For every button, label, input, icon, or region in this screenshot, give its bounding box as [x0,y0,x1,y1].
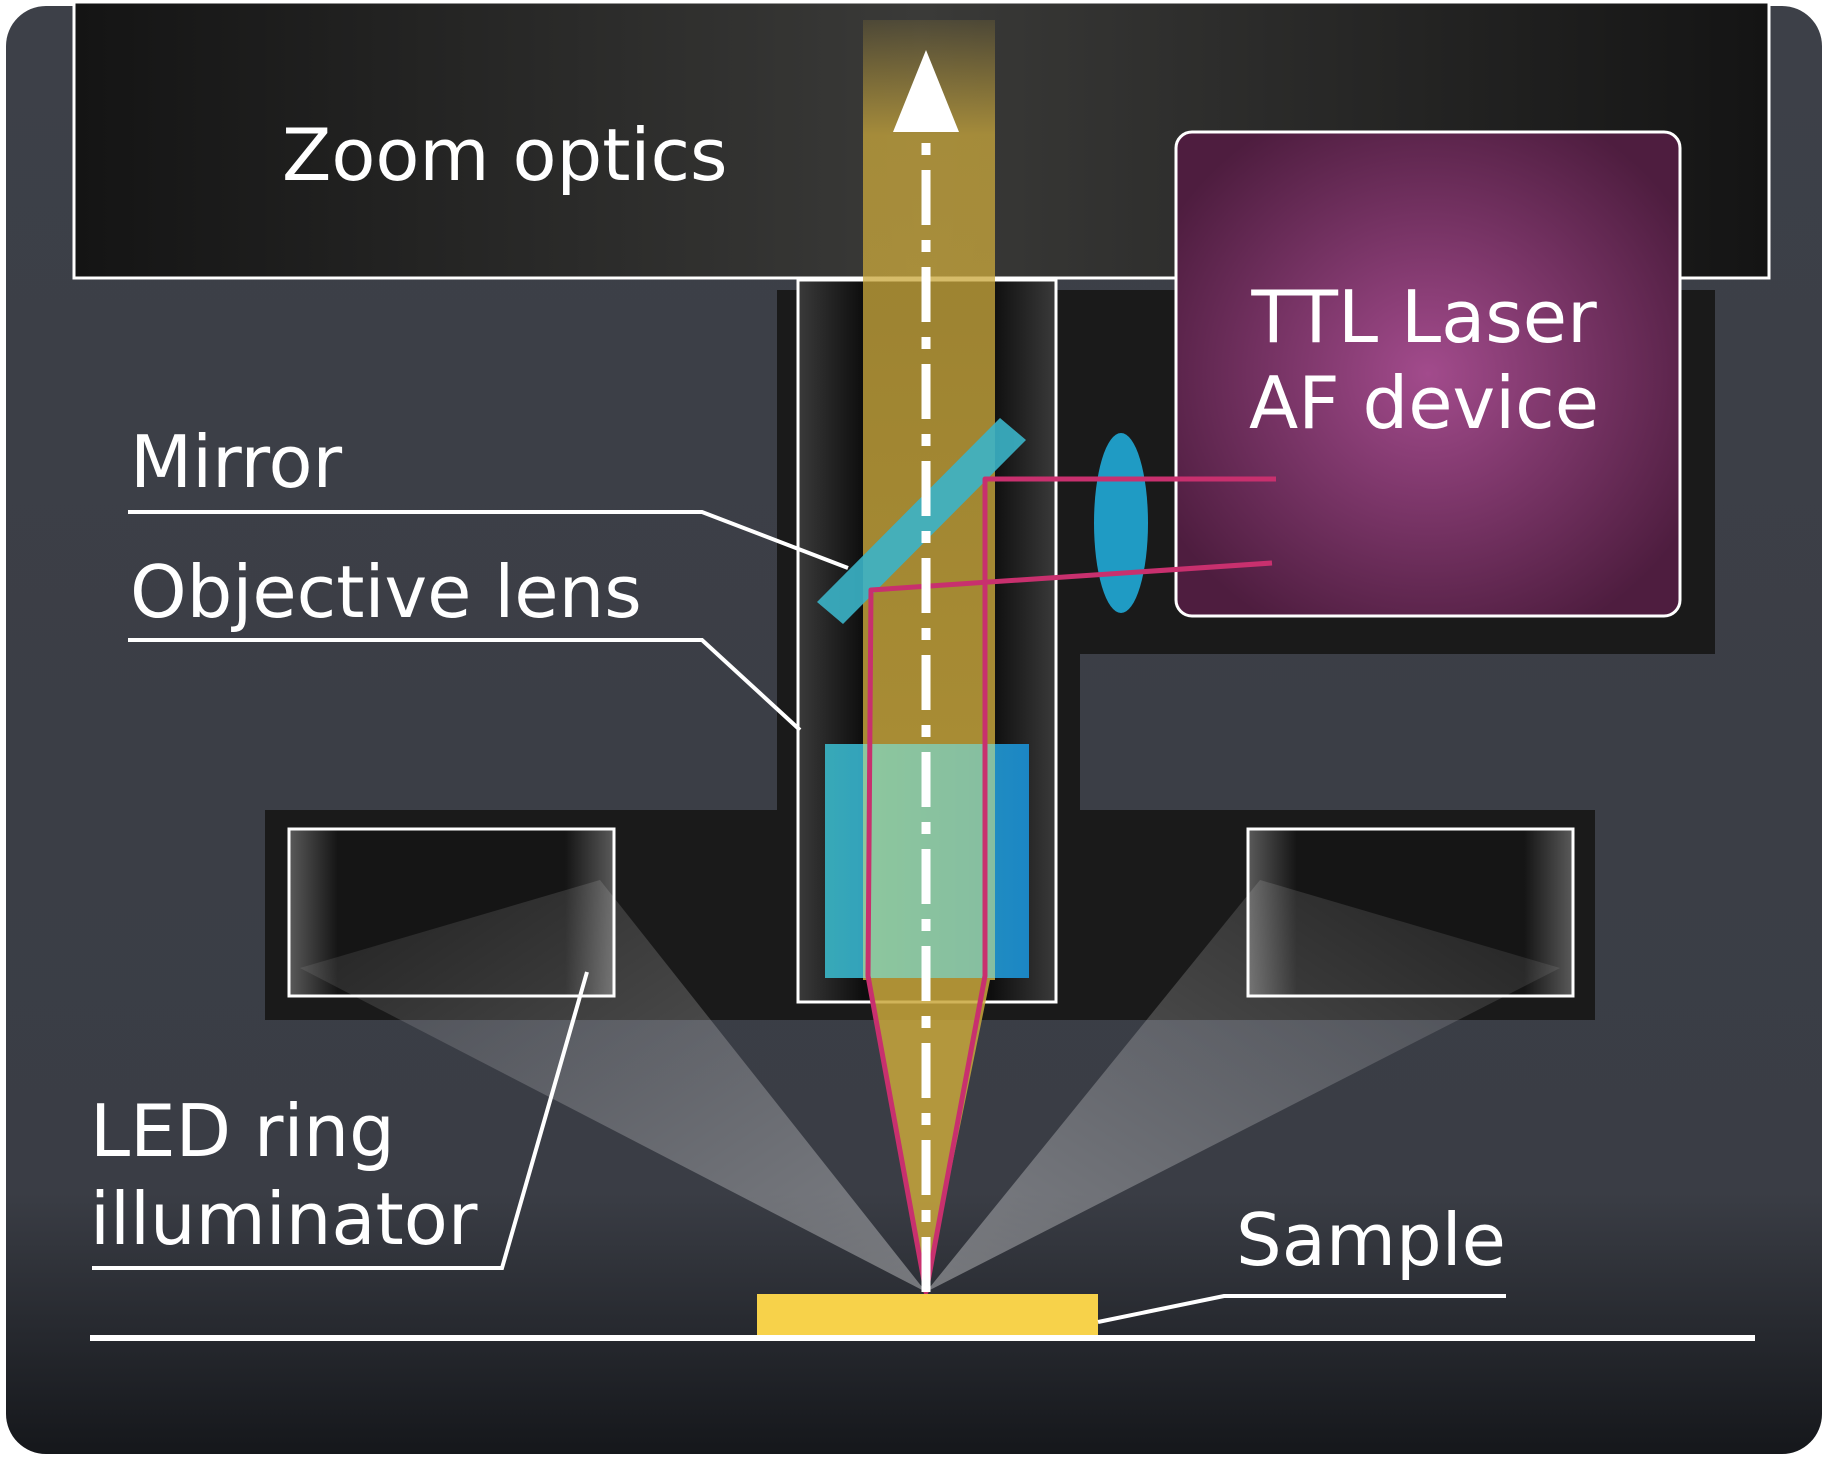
optical-axis-arrow-icon [893,50,959,132]
condenser-lens [1094,433,1148,613]
ttl-laser-af-device-box [1174,130,1682,618]
led-light-cone-right [926,880,1560,1292]
led-ring-label-line2: illuminator [90,1177,478,1261]
sample-leader-line [1097,1294,1506,1324]
objective-lens-leader-line [128,638,802,732]
mirror [817,418,1026,624]
mirror-label: Mirror [130,420,343,504]
mirror-leader-line [128,510,849,570]
sample-label: Sample [1236,1198,1506,1282]
ttl-label-line1: TTL Laser [1250,275,1597,359]
led-ring-label-line1: LED ring [90,1089,395,1173]
ttl-label-line2: AF device [1249,361,1599,445]
objective-lens-label: Objective lens [130,550,642,634]
zoom-optics-label: Zoom optics [282,113,728,197]
led-ring-leader-line [92,971,589,1270]
observation-beam-cone [868,980,990,1292]
sample [757,1294,1098,1335]
led-light-cone-left [300,880,926,1292]
